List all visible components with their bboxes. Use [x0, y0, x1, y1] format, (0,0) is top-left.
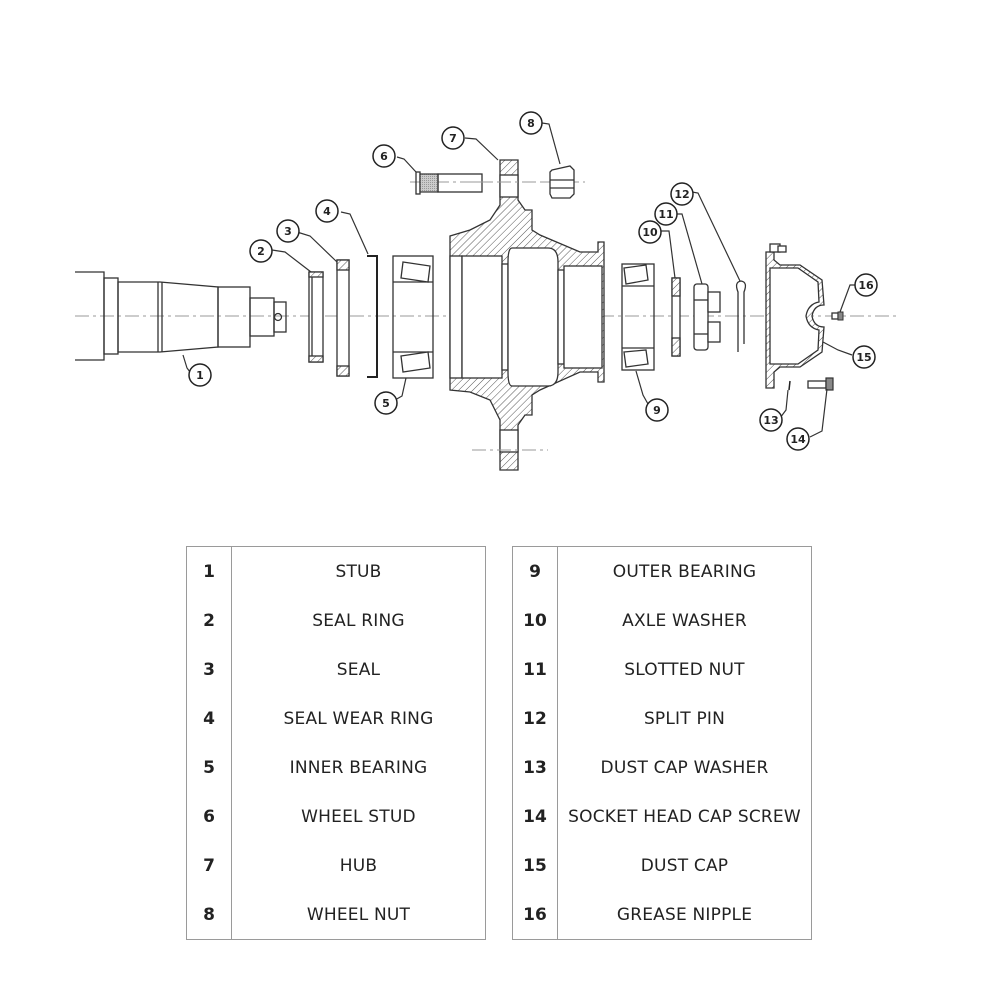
parts-list-row: 11 SLOTTED NUT — [512, 645, 812, 694]
balloon-6: 6 — [372, 144, 396, 168]
part-name: DUST CAP — [640, 855, 729, 876]
part-stub — [75, 271, 287, 361]
part-inner-bearing — [392, 255, 434, 379]
svg-text:8: 8 — [527, 117, 535, 130]
part-seal-ring — [308, 271, 324, 363]
parts-list-row: 10 AXLE WASHER — [512, 596, 812, 645]
parts-list-row: 14 SOCKET HEAD CAP SCREW — [512, 792, 812, 841]
parts-list-right: 9 OUTER BEARING 10 AXLE WASHER 11 SLOTTED NUT… — [512, 546, 812, 940]
part-number: 3 — [186, 645, 232, 694]
part-number: 12 — [512, 694, 558, 743]
part-name: WHEEL STUD — [301, 806, 416, 827]
part-name: GREASE NIPPLE — [616, 904, 753, 925]
balloon-1: 1 — [188, 363, 212, 387]
part-number: 5 — [186, 743, 232, 792]
parts-list-row: 3 SEAL — [186, 645, 486, 694]
part-name: DUST CAP WASHER — [600, 757, 769, 778]
svg-text:12: 12 — [674, 188, 689, 201]
part-number: 14 — [512, 792, 558, 841]
part-seal-wear-ring — [367, 255, 378, 378]
parts-list-row: 5 INNER BEARING — [186, 743, 486, 792]
svg-text:13: 13 — [763, 414, 778, 427]
balloon-11: 11 — [654, 202, 678, 226]
part-name: WHEEL NUT — [306, 904, 411, 925]
svg-text:6: 6 — [380, 150, 388, 163]
part-number: 2 — [186, 596, 232, 645]
svg-text:2: 2 — [257, 245, 265, 258]
part-axle-washer — [671, 277, 681, 357]
part-socket-head-cap-screw — [807, 377, 834, 391]
parts-list-row: 16 GREASE NIPPLE — [512, 890, 812, 940]
balloon-2: 2 — [249, 239, 273, 263]
part-number: 8 — [186, 890, 232, 940]
part-slotted-nut — [693, 283, 721, 351]
balloon-9: 9 — [645, 398, 669, 422]
part-number: 10 — [512, 596, 558, 645]
part-name: STUB — [335, 561, 382, 582]
svg-text:9: 9 — [653, 404, 661, 417]
part-name: SLOTTED NUT — [624, 659, 745, 680]
part-grease-nipple — [831, 311, 844, 321]
parts-list-row: 8 WHEEL NUT — [186, 890, 486, 940]
part-number: 9 — [512, 546, 558, 596]
part-number: 16 — [512, 890, 558, 940]
part-number: 6 — [186, 792, 232, 841]
balloon-7: 7 — [441, 126, 465, 150]
balloon-12: 12 — [670, 182, 694, 206]
part-dust-cap-washer — [788, 380, 791, 391]
part-name: SPLIT PIN — [643, 708, 726, 729]
parts-list-row: 9 OUTER BEARING — [512, 546, 812, 596]
balloon-10: 10 — [638, 220, 662, 244]
part-name: SEAL — [336, 659, 381, 680]
svg-text:1: 1 — [196, 369, 204, 382]
part-number: 4 — [186, 694, 232, 743]
balloon-14: 14 — [786, 427, 810, 451]
svg-text:15: 15 — [856, 351, 871, 364]
parts-list-left: 1 STUB 2 SEAL RING 3 SEAL 4 SEAL WEAR RING 5 INNE… — [186, 546, 486, 940]
balloon-16: 16 — [854, 273, 878, 297]
balloon-15: 15 — [852, 345, 876, 369]
part-dust-cap — [765, 243, 825, 389]
svg-text:11: 11 — [658, 208, 673, 221]
part-outer-bearing — [621, 263, 655, 371]
part-split-pin — [735, 280, 747, 352]
part-number: 11 — [512, 645, 558, 694]
part-name: SEAL RING — [312, 610, 405, 631]
parts-list-row: 2 SEAL RING — [186, 596, 486, 645]
part-number: 7 — [186, 841, 232, 890]
parts-list-row: 6 WHEEL STUD — [186, 792, 486, 841]
svg-text:4: 4 — [323, 205, 331, 218]
part-name: OUTER BEARING — [612, 561, 757, 582]
svg-text:10: 10 — [642, 226, 658, 239]
part-wheel-stud — [410, 171, 490, 195]
part-name: SOCKET HEAD CAP SCREW — [568, 806, 801, 827]
parts-list-row: 12 SPLIT PIN — [512, 694, 812, 743]
svg-text:7: 7 — [449, 132, 457, 145]
svg-text:5: 5 — [382, 397, 390, 410]
parts-list-row: 1 STUB — [186, 546, 486, 596]
balloon-8: 8 — [519, 111, 543, 135]
balloon-5: 5 — [374, 391, 398, 415]
exploded-assembly-drawing: 1 2 3 4 5 6 7 8 9 10 11 12 13 14 15 16 — [75, 111, 900, 471]
balloon-4: 4 — [315, 199, 339, 223]
part-seal — [336, 259, 350, 377]
part-name: SEAL WEAR RING — [283, 708, 434, 729]
part-name: INNER BEARING — [289, 757, 428, 778]
svg-text:16: 16 — [858, 279, 874, 292]
part-number: 13 — [512, 743, 558, 792]
svg-text:3: 3 — [284, 225, 292, 238]
parts-list-row: 15 DUST CAP — [512, 841, 812, 890]
part-number: 1 — [186, 546, 232, 596]
part-wheel-nut — [540, 165, 585, 199]
parts-list-row: 4 SEAL WEAR RING — [186, 694, 486, 743]
parts-list-row: 13 DUST CAP WASHER — [512, 743, 812, 792]
balloon-3: 3 — [276, 219, 300, 243]
parts-list-row: 7 HUB — [186, 841, 486, 890]
part-number: 15 — [512, 841, 558, 890]
svg-text:14: 14 — [790, 433, 806, 446]
balloon-13: 13 — [759, 408, 783, 432]
part-name: AXLE WASHER — [622, 610, 747, 631]
part-name: HUB — [339, 855, 378, 876]
part-hub — [449, 159, 605, 471]
